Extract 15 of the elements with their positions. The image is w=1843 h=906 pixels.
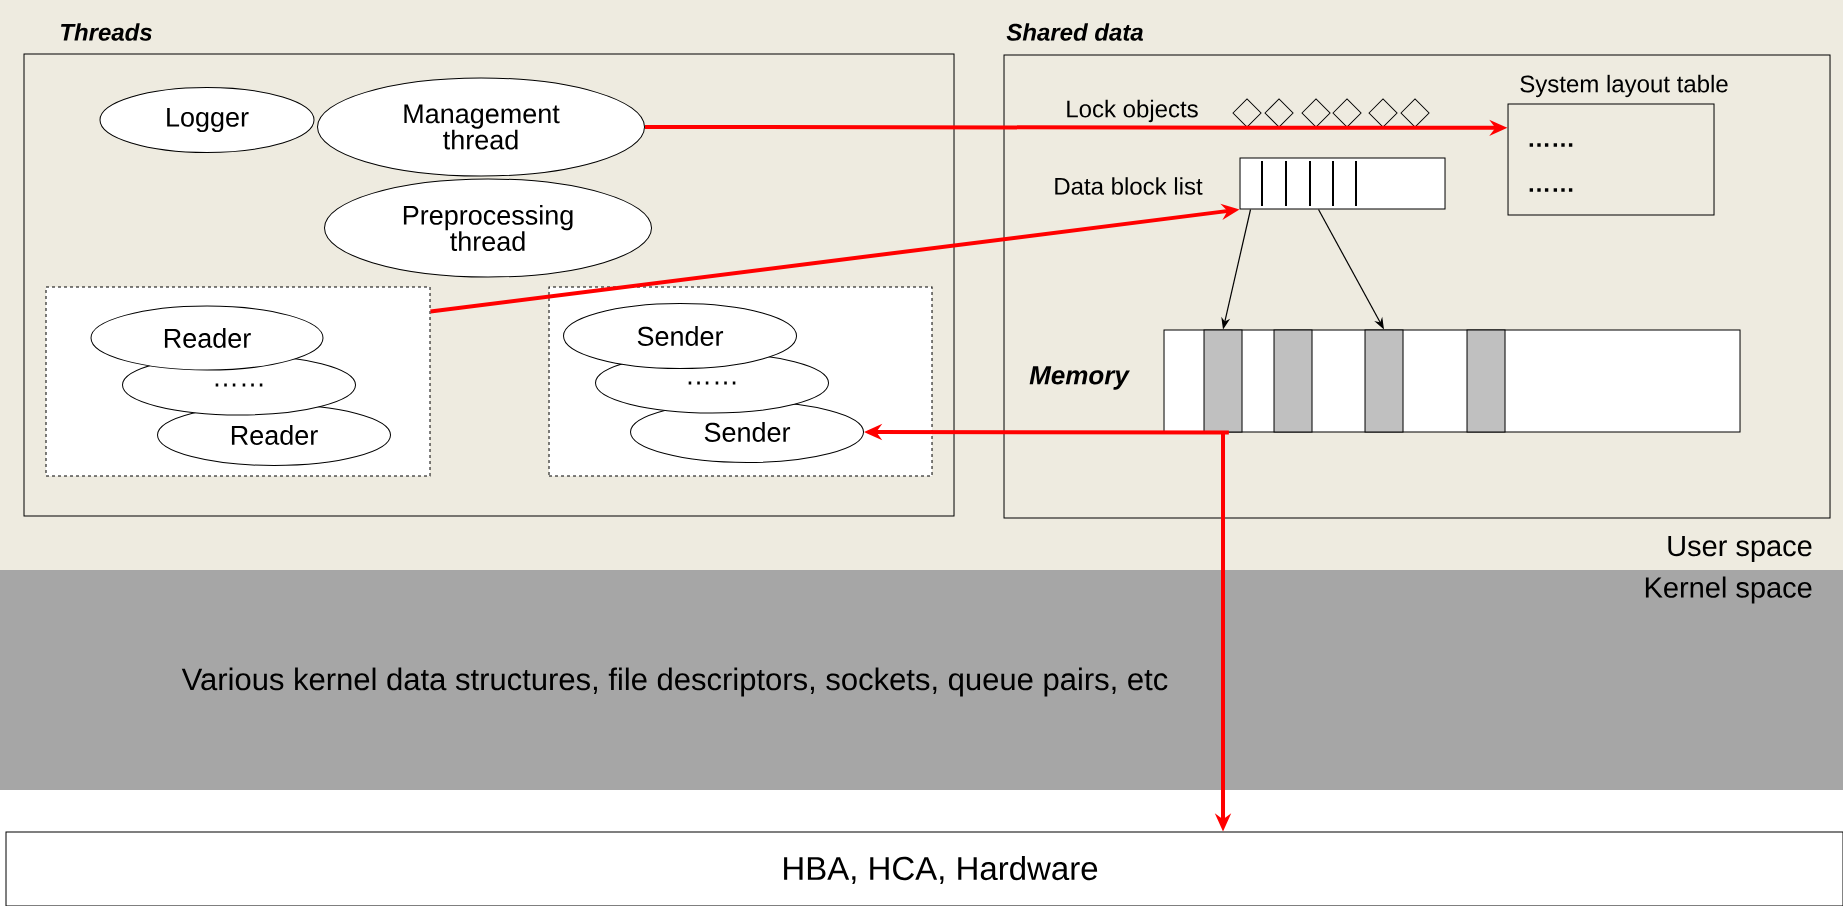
memory-block [1203,329,1243,433]
panel-heading: Threads [61,23,152,41]
memory-block [1466,329,1506,433]
band-text: Various kernel data structures, file descriptors, sockets, queue pairs, etc [181,667,1168,697]
space-label: User space [1668,536,1812,562]
space-label: Kernel space [1645,576,1812,604]
table-box: …… …… [1507,103,1715,216]
memory-block [1364,329,1404,433]
lock-label: Lock objects [1067,99,1198,123]
list-label: Data block list [1055,177,1203,195]
memory-label: Memory [1029,366,1130,390]
hardware-box: HBA, HCA, Hardware [5,831,1843,906]
panel-heading: Shared data [1006,23,1143,41]
table-title: System layout table [1520,74,1728,98]
memory-block [1273,329,1313,433]
